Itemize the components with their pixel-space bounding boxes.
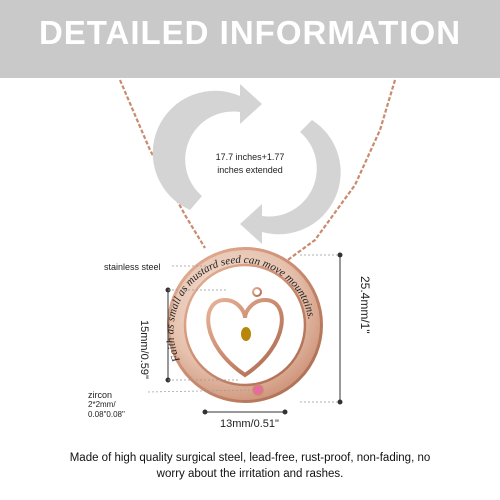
product-description: Made of high quality surgical steel, lea…	[69, 452, 431, 480]
header-band	[0, 0, 500, 78]
chain-right	[284, 79, 397, 263]
zircon-label: zircon 2*2mm/ 0.08"0.08"	[88, 390, 125, 420]
pendant-bail	[252, 287, 262, 297]
measurement-guides	[147, 252, 343, 415]
zircon-size-mm: 2*2mm/	[88, 400, 116, 409]
heart-pendant	[206, 297, 284, 378]
chain-left	[118, 79, 206, 249]
total-height-label: 25.4mm/1"	[358, 276, 372, 334]
zircon-size-in: 0.08"0.08"	[88, 410, 125, 419]
pendant-height-label: 15mm/0.59"	[138, 320, 150, 379]
mustard-seed	[241, 327, 251, 341]
zircon-title: zircon	[88, 390, 113, 400]
pendant-width-label: 13mm/0.51"	[220, 418, 279, 430]
zircon-stone	[252, 384, 264, 396]
material-label: stainless steel	[104, 262, 161, 272]
pendant-outer-ring	[167, 247, 323, 403]
rotate-arrows-icon	[152, 84, 341, 244]
page-title: DETAILED INFORMATION	[38, 14, 462, 51]
chain-length-label: 17.7 inches+1.77 inches extended	[215, 152, 285, 175]
